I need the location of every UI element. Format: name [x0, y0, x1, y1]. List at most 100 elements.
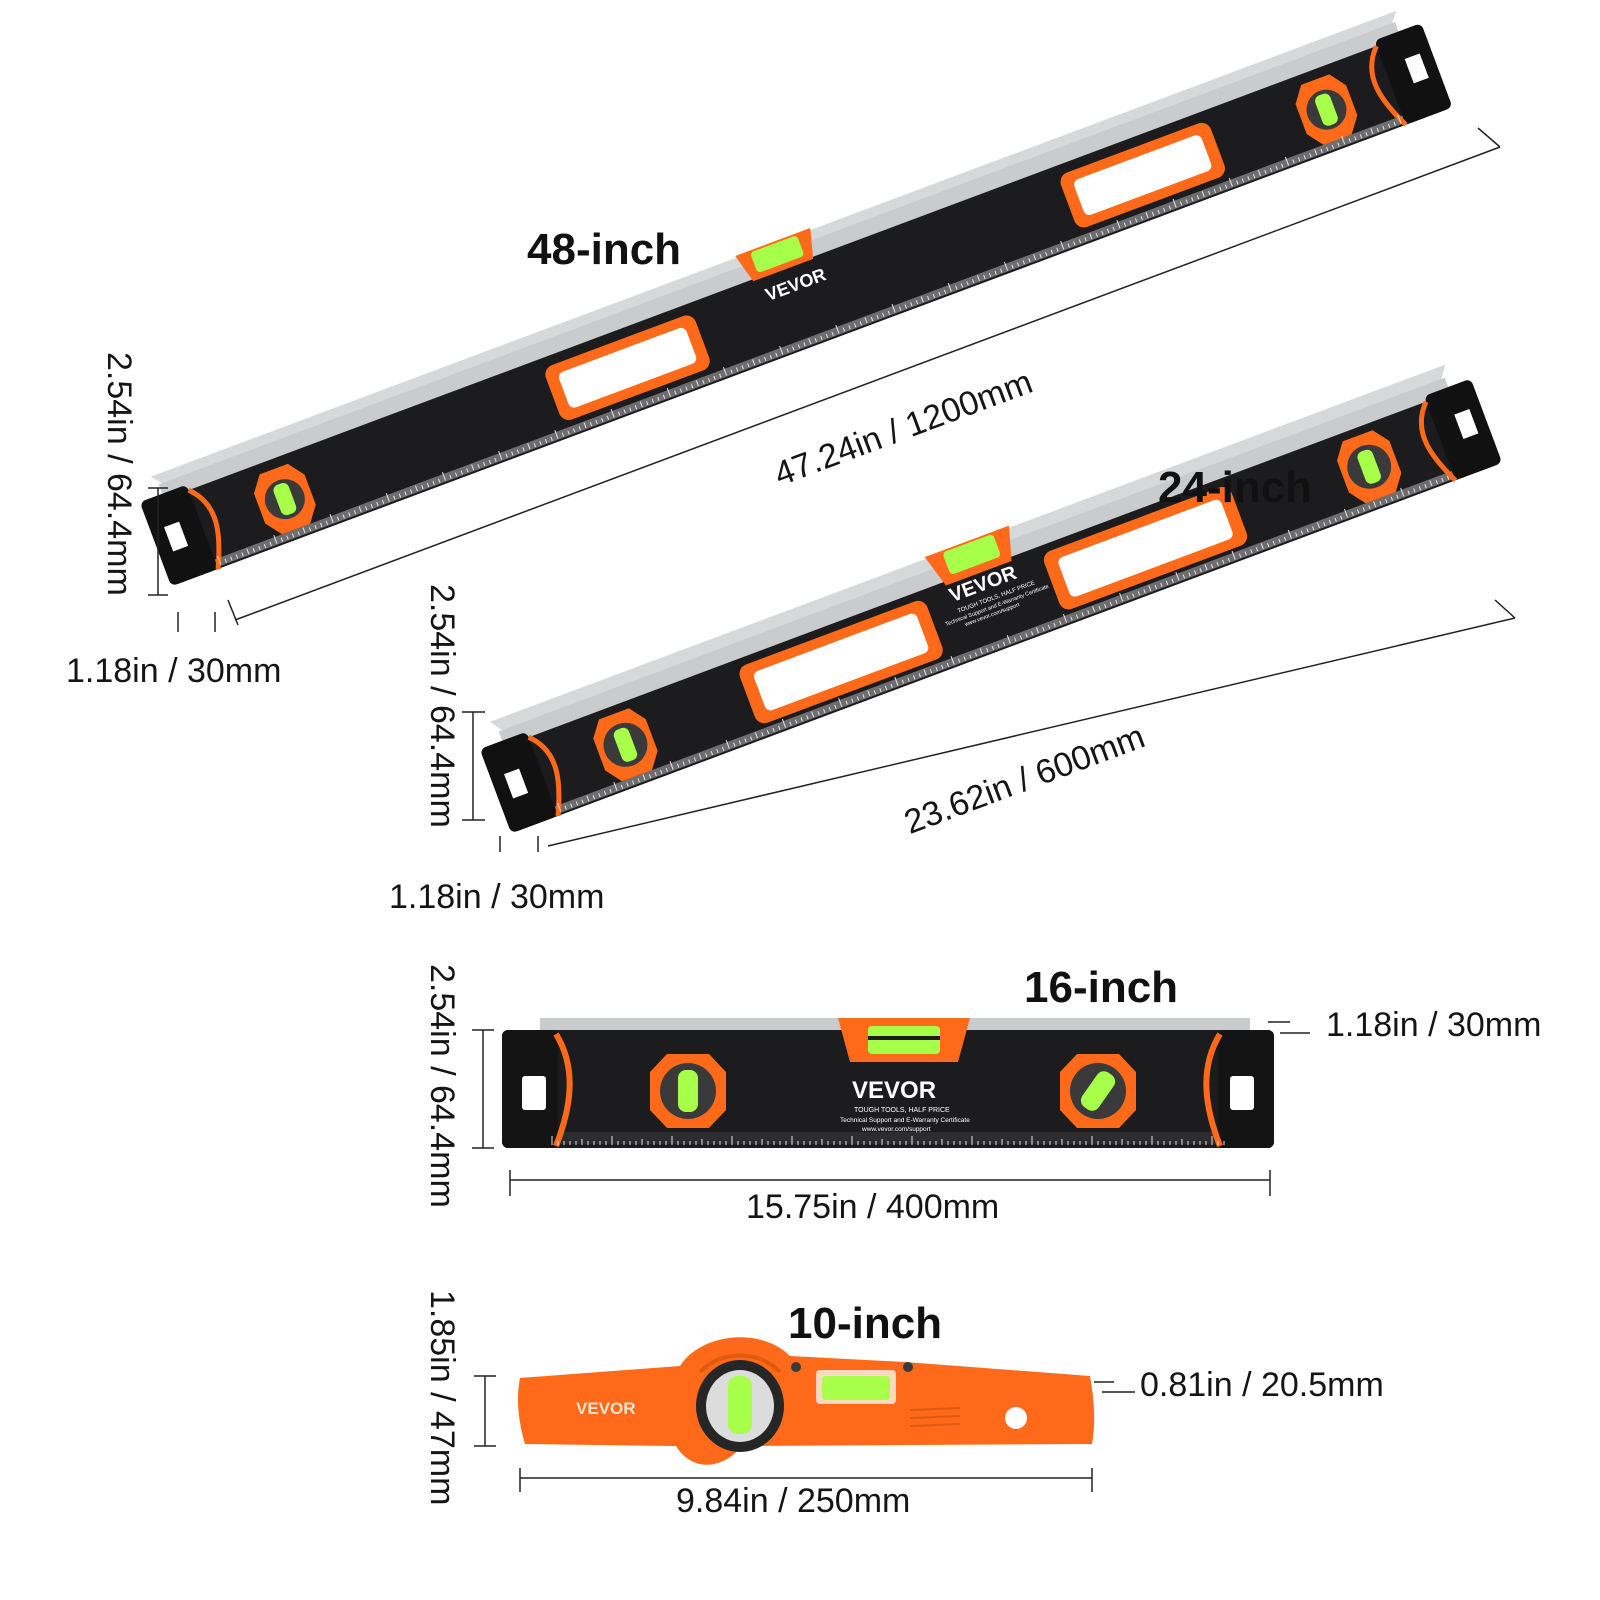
- ruler-tick: [918, 673, 921, 678]
- ruler-tick: [1014, 637, 1017, 642]
- ruler-tick: [800, 717, 803, 722]
- ruler-tick: [749, 736, 753, 741]
- ruler-tick: [393, 495, 396, 500]
- ruler-tick: [901, 679, 905, 684]
- ruler-tick: [297, 531, 300, 536]
- ruler-tick: [1060, 240, 1065, 250]
- vial-center: [791, 1362, 913, 1404]
- ruler-tick: [666, 387, 671, 397]
- ruler-tick: [595, 419, 598, 425]
- ruler-tick: [1284, 156, 1290, 166]
- ruler-tick: [983, 274, 986, 280]
- length-16-inch: 15.75in / 400mm: [746, 1188, 1000, 1226]
- ruler-tick: [1370, 128, 1374, 135]
- ruler-tick: [592, 795, 595, 800]
- ruler-tick: [1343, 508, 1349, 518]
- ruler-tick: [404, 491, 407, 496]
- ruler-tick: [927, 296, 930, 301]
- ruler-tick: [1175, 571, 1180, 581]
- ruler-tick: [217, 556, 222, 565]
- ruler-tick: [1292, 159, 1295, 164]
- dim-lines-10: [474, 1375, 1135, 1492]
- ruler-tick: [1295, 532, 1298, 537]
- ruler-tick: [705, 753, 708, 758]
- ruler-tick: [1382, 125, 1385, 130]
- ruler-tick: [733, 742, 736, 747]
- ruler-tick: [1435, 479, 1438, 485]
- ruler-tick: [730, 369, 733, 374]
- ruler-tick: [781, 719, 787, 728]
- ruler-tick: [1213, 188, 1216, 193]
- ruler-tick: [898, 306, 902, 311]
- vial-right: [1060, 1054, 1136, 1128]
- ruler-tick: [845, 700, 848, 705]
- ruler-tick: [1204, 564, 1208, 571]
- ruler-tick: [246, 548, 250, 555]
- title-48-inch: 48-inch: [527, 225, 682, 274]
- ruler-tick: [890, 683, 893, 688]
- ruler-tick: [879, 687, 882, 693]
- vial-left: [650, 1054, 726, 1128]
- ruler-tick: [862, 694, 865, 699]
- vial-center: [838, 1018, 970, 1062]
- ruler-tick: [1019, 635, 1023, 640]
- dim-lines-48: [148, 127, 1501, 632]
- ruler-tick: [764, 356, 767, 362]
- ruler-tick: [631, 780, 635, 785]
- ruler-tick: [1348, 138, 1351, 143]
- ruler-tick: [1081, 612, 1084, 617]
- ruler-tick: [1429, 480, 1433, 487]
- ruler-tick: [754, 732, 758, 739]
- ruler-tick: [1084, 237, 1087, 242]
- ruler-tick: [1145, 212, 1149, 219]
- ruler-tick: [1073, 241, 1076, 246]
- ruler-tick: [1196, 195, 1200, 200]
- ruler-tick: [735, 367, 739, 372]
- ruler-tick: [884, 685, 888, 690]
- ruler-tick: [1228, 177, 1233, 187]
- ruler-tick: [1441, 477, 1444, 482]
- thickness-10-inch: 0.81in / 20.5mm: [1140, 1366, 1384, 1404]
- ruler-tick: [957, 658, 961, 663]
- ruler-tick: [1365, 132, 1368, 137]
- ruler-tick: [325, 520, 329, 525]
- ruler-tick: [1199, 568, 1202, 573]
- ruler-tick: [1160, 582, 1163, 588]
- ruler-tick: [358, 506, 362, 513]
- ruler-tick: [1446, 475, 1450, 480]
- ruler-tick: [1281, 163, 1284, 168]
- ruler-tick: [1035, 627, 1039, 634]
- thickness-48-inch: 1.18in / 30mm: [66, 652, 282, 690]
- ruler-tick: [894, 676, 899, 686]
- ruler-tick: [786, 348, 789, 353]
- ruler-tick: [1179, 201, 1183, 206]
- ruler-tick: [1379, 500, 1382, 506]
- ruler-tick: [1306, 528, 1309, 533]
- ruler-tick: [1247, 176, 1250, 181]
- ruler-tick: [494, 457, 497, 462]
- ruler-tick: [1331, 144, 1335, 149]
- ruler-tick: [291, 533, 295, 538]
- ruler-tick: [806, 715, 809, 720]
- ruler-tick: [586, 795, 590, 802]
- dim-lines-16: [472, 1021, 1310, 1196]
- ruler-tick: [230, 556, 233, 561]
- ruler-tick: [1224, 184, 1228, 189]
- ruler-tick: [811, 711, 815, 718]
- ruler-tick: [1101, 230, 1104, 235]
- ruler-tick: [820, 335, 823, 341]
- vial-left: [253, 463, 316, 535]
- ruler-tick: [744, 738, 747, 743]
- ruler-tick: [1050, 249, 1054, 254]
- ruler-tick: [269, 541, 272, 546]
- ruler-tick: [991, 645, 994, 651]
- ruler-tick: [572, 428, 576, 433]
- ruler-tick: [685, 386, 688, 391]
- ruler-tick: [693, 757, 697, 762]
- ruler-tick: [567, 430, 570, 435]
- ruler-scale: [217, 114, 1402, 565]
- ruler-tick: [1172, 198, 1177, 208]
- ruler-tick: [1260, 543, 1264, 550]
- ruler-tick: [1062, 613, 1068, 623]
- ruler-tick: [823, 708, 826, 714]
